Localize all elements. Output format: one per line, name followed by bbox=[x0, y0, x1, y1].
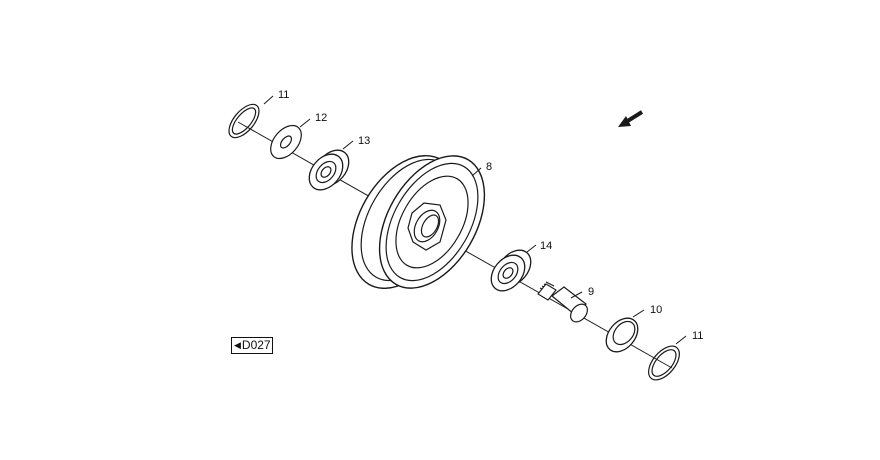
part-13-bearing bbox=[308, 149, 350, 191]
callout-11-right: 11 bbox=[692, 330, 703, 342]
part-12-washer bbox=[270, 124, 302, 160]
part-9-shaft bbox=[537, 281, 588, 323]
callout-14: 14 bbox=[540, 240, 552, 252]
part-11-snap-ring-left bbox=[228, 103, 260, 139]
callout-8: 8 bbox=[486, 161, 492, 173]
direction-arrow-icon bbox=[618, 110, 644, 127]
reference-label: ◀ D027 bbox=[231, 337, 273, 354]
reference-code: D027 bbox=[241, 338, 271, 352]
callout-11-left: 11 bbox=[278, 89, 289, 101]
callout-13: 13 bbox=[358, 135, 370, 147]
callout-9: 9 bbox=[588, 286, 594, 298]
left-triangle-icon: ◀ bbox=[234, 340, 241, 350]
leader-lines bbox=[263, 95, 687, 345]
part-8-pulley bbox=[351, 155, 486, 289]
part-11-snap-ring-right bbox=[648, 345, 680, 381]
part-10-cap bbox=[605, 317, 639, 353]
callout-10: 10 bbox=[650, 304, 662, 316]
part-14-bearing bbox=[490, 249, 532, 292]
callout-12: 12 bbox=[315, 112, 327, 124]
